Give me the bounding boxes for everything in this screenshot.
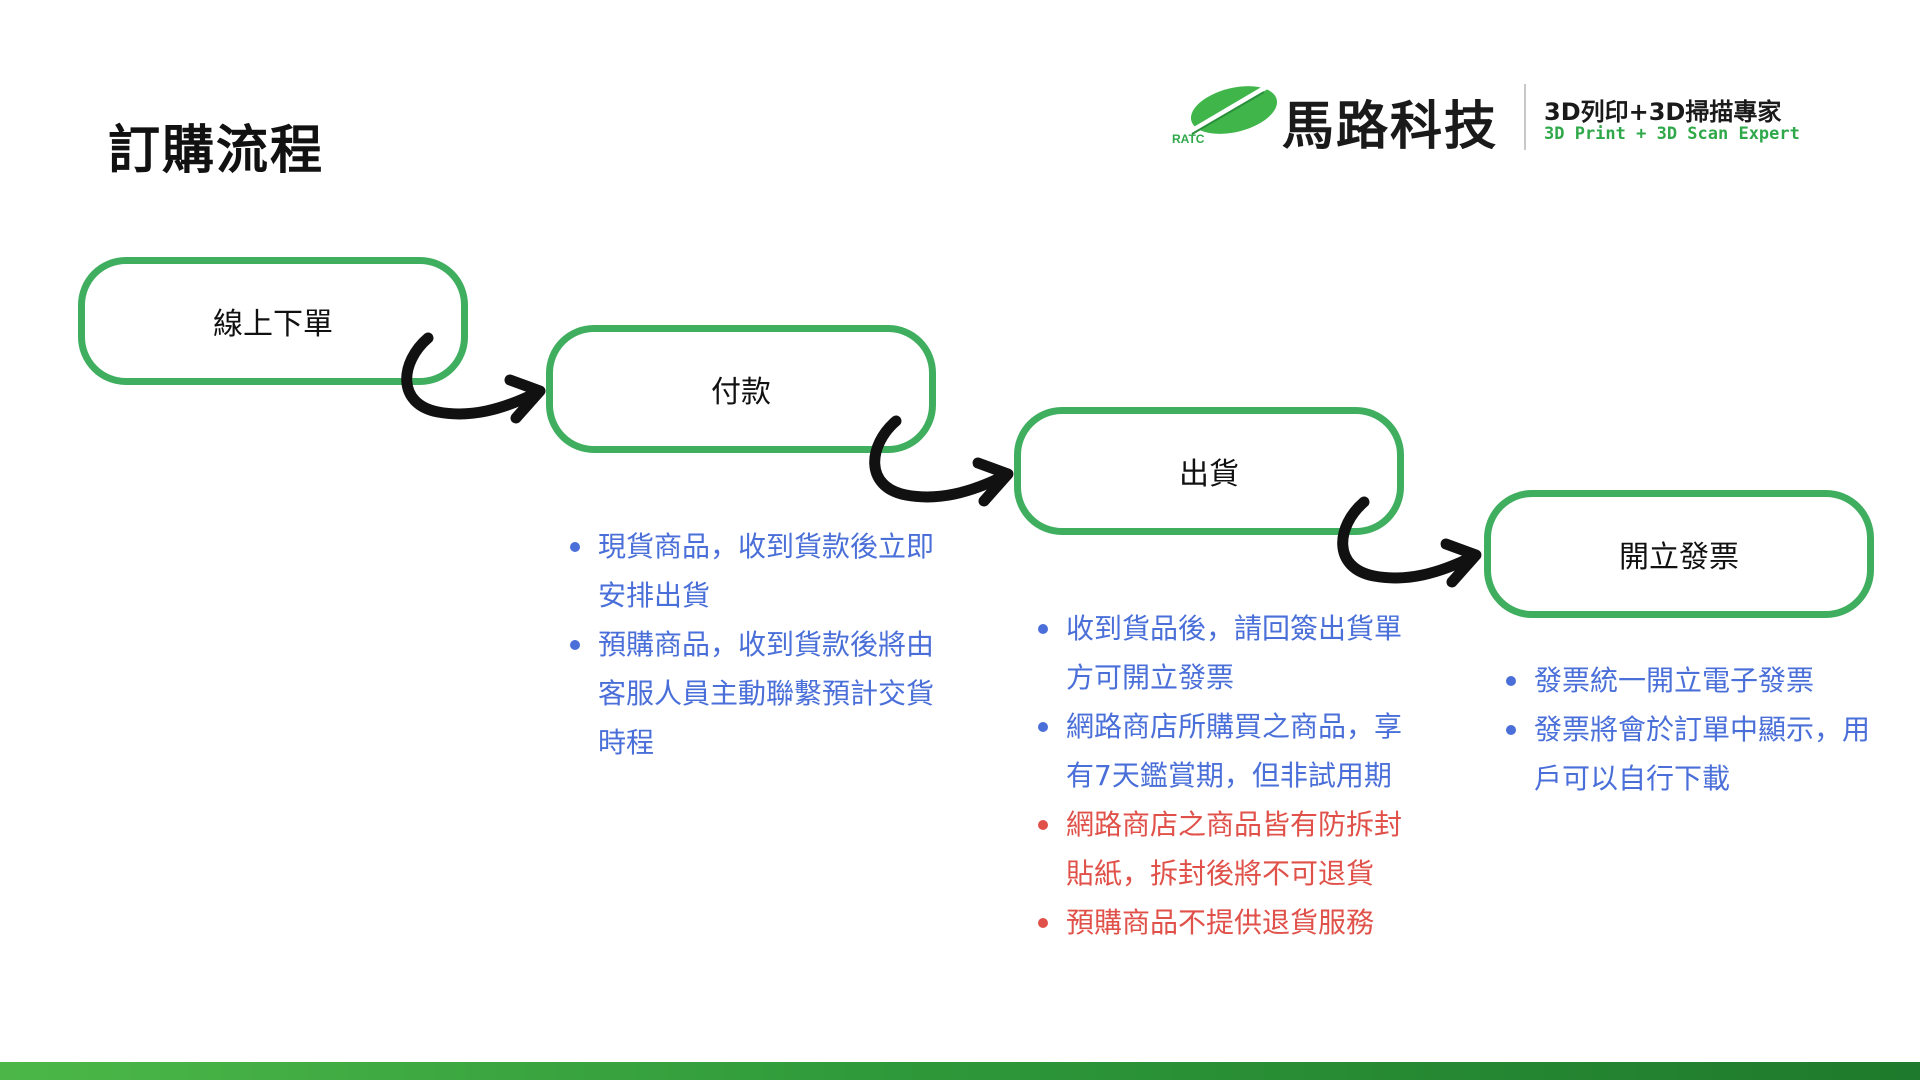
step-label: 出貨: [1179, 457, 1239, 492]
footer-accent-bar: [0, 1062, 1920, 1080]
list-item: 現貨商品，收到貨款後立即安排出貨: [566, 522, 946, 620]
curved-arrow-icon: [869, 415, 1014, 507]
step-shipping: 出貨: [1014, 407, 1404, 535]
invoice-notes: 發票統一開立電子發票 發票將會於訂單中顯示，用戶可以自行下載: [1502, 656, 1882, 803]
list-item: 發票將會於訂單中顯示，用戶可以自行下載: [1502, 705, 1882, 803]
company-logo: RATC 馬路科技 3D列印+3D掃描專家 3D Print + 3D Scan…: [1168, 82, 1808, 162]
warning-list-item: 預購商品不提供退貨服務: [1034, 898, 1414, 947]
shipping-notes: 收到貨品後，請回簽出貨單方可開立發票 網路商店所購買之商品，享有7天鑑賞期，但非…: [1034, 604, 1414, 947]
payment-notes: 現貨商品，收到貨款後立即安排出貨 預購商品，收到貨款後將由客服人員主動聯繫預計交…: [566, 522, 946, 767]
step-invoice: 開立發票: [1484, 490, 1874, 618]
list-item: 預購商品，收到貨款後將由客服人員主動聯繫預計交貨時程: [566, 620, 946, 767]
company-name: 馬路科技: [1282, 97, 1499, 157]
curved-arrow-icon: [1337, 496, 1482, 588]
list-item: 網路商店所購買之商品，享有7天鑑賞期，但非試用期: [1034, 702, 1414, 800]
curved-arrow-icon: [401, 332, 546, 424]
warning-list-item: 網路商店之商品皆有防拆封貼紙，拆封後將不可退貨: [1034, 800, 1414, 898]
list-item: 發票統一開立電子發票: [1502, 656, 1882, 705]
step-label: 線上下單: [213, 307, 333, 342]
page-title: 訂購流程: [108, 121, 325, 181]
logo-divider: [1524, 84, 1526, 150]
company-tagline-en: 3D Print + 3D Scan Expert: [1544, 124, 1800, 144]
step-label: 付款: [711, 375, 771, 410]
step-label: 開立發票: [1619, 540, 1739, 575]
list-item: 收到貨品後，請回簽出貨單方可開立發票: [1034, 604, 1414, 702]
leaf-logo-icon: [1188, 83, 1278, 135]
company-tagline: 3D列印+3D掃描專家: [1544, 98, 1782, 126]
step-payment: 付款: [546, 325, 936, 453]
logo-mark-text: RATC: [1172, 132, 1205, 146]
step-online-order: 線上下單: [78, 257, 468, 385]
